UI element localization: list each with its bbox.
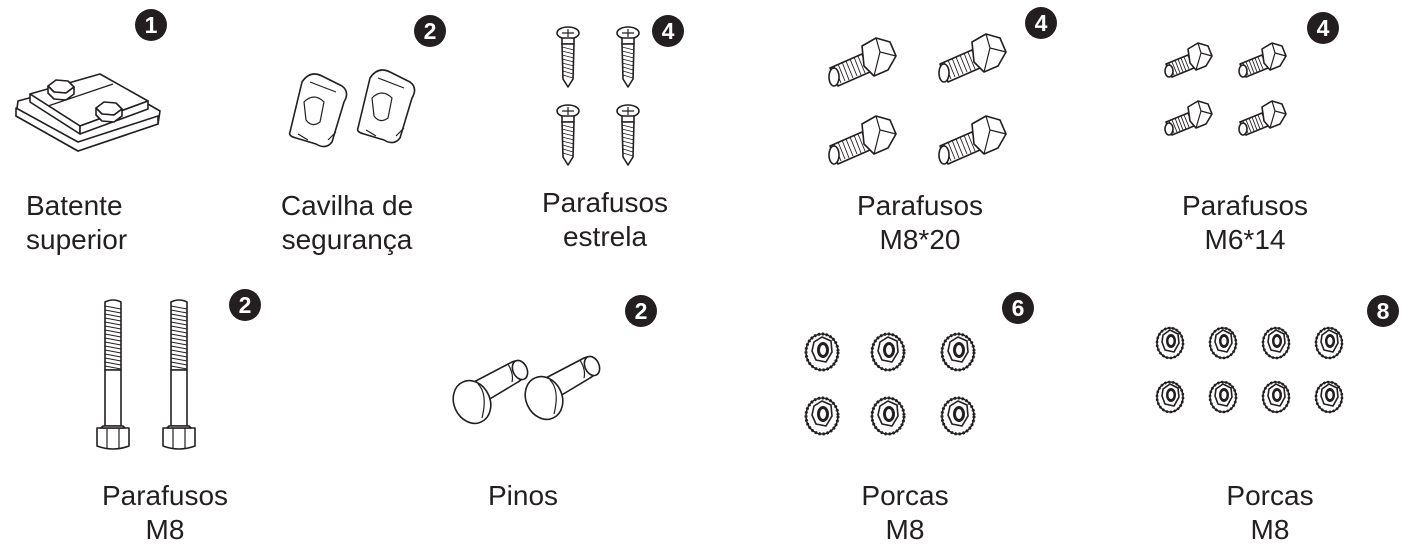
quantity-badge: 2 [414, 15, 446, 47]
quantity-badge: 2 [625, 295, 657, 327]
quantity-badge: 1 [135, 9, 167, 41]
phillips-screw-icon [556, 26, 640, 166]
pin-icon [445, 353, 604, 431]
safety-pin-icon [288, 69, 416, 148]
part-label: Parafusos estrela [541, 187, 669, 252]
part-label: Pinos [487, 480, 559, 511]
part-label: Parafusos M8*20 [856, 190, 984, 255]
long-bolt-icon [96, 299, 196, 450]
part-label: Parafusos M6*14 [1181, 190, 1309, 255]
flange-nut-icon [804, 332, 976, 436]
hex-bolt-icon [1164, 42, 1287, 136]
part-label: Cavilha de segurança [280, 190, 414, 255]
part-label: Parafusos M8 [101, 480, 229, 545]
quantity-badge: 4 [1025, 7, 1057, 39]
clamp-plate-icon [15, 73, 161, 152]
quantity-badge: 4 [652, 15, 684, 47]
part-label: Porcas M8 [1226, 480, 1314, 545]
hex-bolt-icon [828, 33, 1007, 165]
quantity-badge: 8 [1367, 295, 1399, 327]
quantity-badge: 6 [1002, 292, 1034, 324]
part-label: Batente superior [26, 190, 128, 255]
quantity-badge: 2 [229, 289, 261, 321]
quantity-badge: 4 [1307, 12, 1339, 44]
flange-nut-icon [1155, 326, 1344, 414]
part-label: Porcas M8 [861, 480, 949, 545]
